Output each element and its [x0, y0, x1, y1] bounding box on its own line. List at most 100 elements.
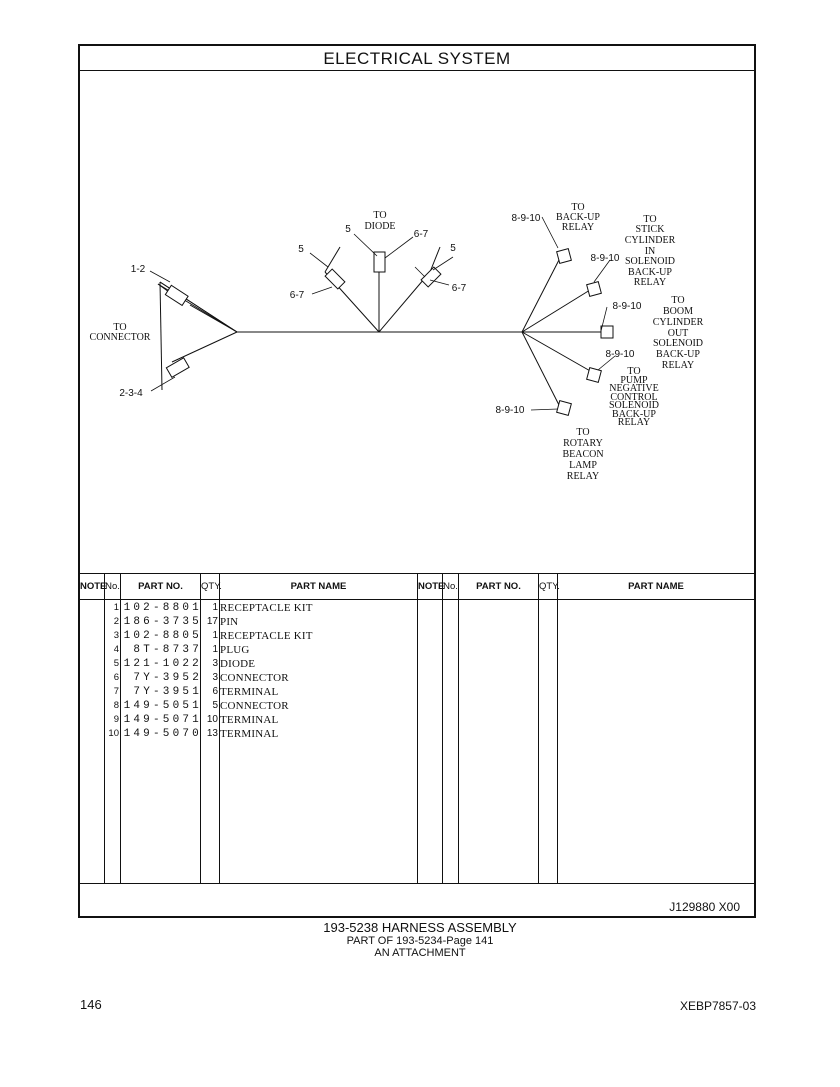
row-part-name: DIODE	[220, 658, 256, 670]
svg-text:BACK-UP: BACK-UP	[628, 267, 672, 278]
page-frame	[78, 44, 756, 918]
svg-text:STICK: STICK	[636, 224, 666, 235]
caption-title: 193-5238 HARNESS ASSEMBLY	[323, 920, 517, 935]
svg-text:CONTROL: CONTROL	[610, 392, 657, 403]
page-title: ELECTRICAL SYSTEM	[80, 46, 754, 71]
publication-id: XEBP7857-03	[679, 999, 756, 1013]
ref-8-9-10-rotary: 8-9-10	[496, 405, 525, 416]
row-part-number: 102-8801	[123, 602, 202, 614]
svg-text:TO: TO	[576, 427, 589, 438]
column-divider	[442, 574, 443, 883]
label-backup-relay: TO BACK-UP RELAY	[556, 202, 600, 233]
ref-2-3-4: 2-3-4	[119, 388, 143, 399]
row-quantity: 13	[206, 728, 218, 739]
label-stick-cylinder: TO STICK CYLINDER IN SOLENOID BACK-UP RE…	[625, 214, 676, 288]
label-to-connector-2: CONNECTOR	[90, 332, 151, 343]
row-quantity: 1	[212, 602, 218, 613]
svg-text:BEACON: BEACON	[562, 449, 603, 460]
label-to-diode-1: TO	[373, 210, 386, 221]
ref-5-center: 5	[345, 224, 351, 235]
row-number: 9	[113, 714, 119, 725]
svg-text:RELAY: RELAY	[634, 277, 666, 288]
row-number: 6	[113, 672, 119, 683]
svg-text:BACK-UP: BACK-UP	[556, 212, 600, 223]
row-part-name: RECEPTACLE KIT	[220, 602, 313, 614]
svg-text:BACK-UP: BACK-UP	[612, 409, 656, 420]
caption-attachment: AN ATTACHMENT	[374, 947, 466, 959]
ref-5-left: 5	[298, 244, 304, 255]
relay-connector-2-icon	[586, 281, 602, 297]
header-part-no-2: PART NO.	[476, 581, 521, 592]
row-quantity: 3	[212, 672, 218, 683]
header-note: NOTE	[80, 581, 107, 592]
svg-text:CYLINDER: CYLINDER	[653, 317, 704, 328]
svg-text:ROTARY: ROTARY	[563, 438, 603, 449]
connector-1-icon	[164, 284, 189, 307]
row-number: 5	[113, 658, 119, 669]
column-divider	[557, 574, 558, 883]
diode-connector-left-icon	[324, 268, 346, 290]
column-divider	[219, 574, 220, 883]
row-quantity: 1	[212, 630, 218, 641]
ref-8-9-10-backup: 8-9-10	[512, 213, 541, 224]
svg-text:RELAY: RELAY	[662, 360, 694, 371]
row-number: 4	[113, 644, 119, 655]
svg-text:CYLINDER: CYLINDER	[625, 235, 676, 246]
header-note-2: NOTE	[418, 581, 445, 592]
row-part-number: 186-3735	[123, 616, 202, 628]
label-to-diode-2: DIODE	[364, 221, 395, 232]
relay-connector-1-icon	[556, 248, 572, 264]
svg-text:TO: TO	[643, 214, 656, 225]
column-divider	[458, 574, 459, 883]
row-part-number: 8T-8737	[133, 644, 202, 656]
row-part-name: CONNECTOR	[220, 672, 289, 684]
row-part-number: 7Y-3951	[133, 686, 202, 698]
svg-text:RELAY: RELAY	[618, 417, 650, 428]
svg-text:BOOM: BOOM	[663, 306, 693, 317]
header-no-2: No.	[443, 581, 458, 592]
svg-text:TO: TO	[627, 366, 640, 377]
ref-8-9-10-stick: 8-9-10	[591, 253, 620, 264]
row-part-number: 7Y-3952	[133, 672, 202, 684]
header-part-name-2: PART NAME	[628, 581, 684, 592]
figure-caption: 193-5238 HARNESS ASSEMBLY PART OF 193-52…	[200, 920, 640, 960]
label-pump-negative-control: TO PUMP NEGATIVE CONTROL SOLENOID BACK-U…	[609, 366, 659, 428]
column-divider	[200, 574, 201, 883]
column-divider	[104, 574, 105, 883]
row-number: 3	[113, 630, 119, 641]
row-part-name: TERMINAL	[220, 686, 279, 698]
row-part-name: PLUG	[220, 644, 250, 656]
row-number: 10	[108, 728, 119, 739]
connector-2-icon	[165, 357, 190, 379]
svg-text:NEGATIVE: NEGATIVE	[609, 383, 658, 394]
svg-text:TO: TO	[571, 202, 584, 213]
header-part-no: PART NO.	[138, 581, 183, 592]
svg-text:RELAY: RELAY	[567, 471, 599, 482]
row-part-name: TERMINAL	[220, 714, 279, 726]
row-quantity: 17	[206, 616, 218, 627]
svg-text:OUT: OUT	[668, 328, 689, 339]
header-qty: QTY.	[201, 581, 222, 592]
svg-text:TO: TO	[671, 295, 684, 306]
page-number: 146	[80, 997, 102, 1012]
svg-text:SOLENOID: SOLENOID	[625, 256, 675, 267]
row-number: 1	[113, 602, 119, 613]
leader-lines	[149, 216, 616, 411]
row-part-number: 121-1022	[123, 658, 202, 670]
ref-8-9-10-boom: 8-9-10	[613, 301, 642, 312]
row-quantity: 1	[212, 644, 218, 655]
header-qty-2: QTY.	[539, 581, 560, 592]
drawing-id: J129880 X00	[669, 900, 740, 914]
table-bottom-rule	[80, 883, 754, 884]
svg-text:BACK-UP: BACK-UP	[656, 349, 700, 360]
row-number: 8	[113, 700, 119, 711]
diode-connector-center-icon	[373, 251, 386, 273]
relay-connector-3-icon	[600, 325, 614, 339]
svg-text:RELAY: RELAY	[562, 222, 594, 233]
row-quantity: 3	[212, 658, 218, 669]
row-part-number: 149-5070	[123, 728, 202, 740]
row-part-number: 149-5051	[123, 700, 202, 712]
connector-symbols	[164, 248, 614, 416]
row-quantity: 10	[206, 714, 218, 725]
relay-connector-4-icon	[586, 367, 602, 383]
